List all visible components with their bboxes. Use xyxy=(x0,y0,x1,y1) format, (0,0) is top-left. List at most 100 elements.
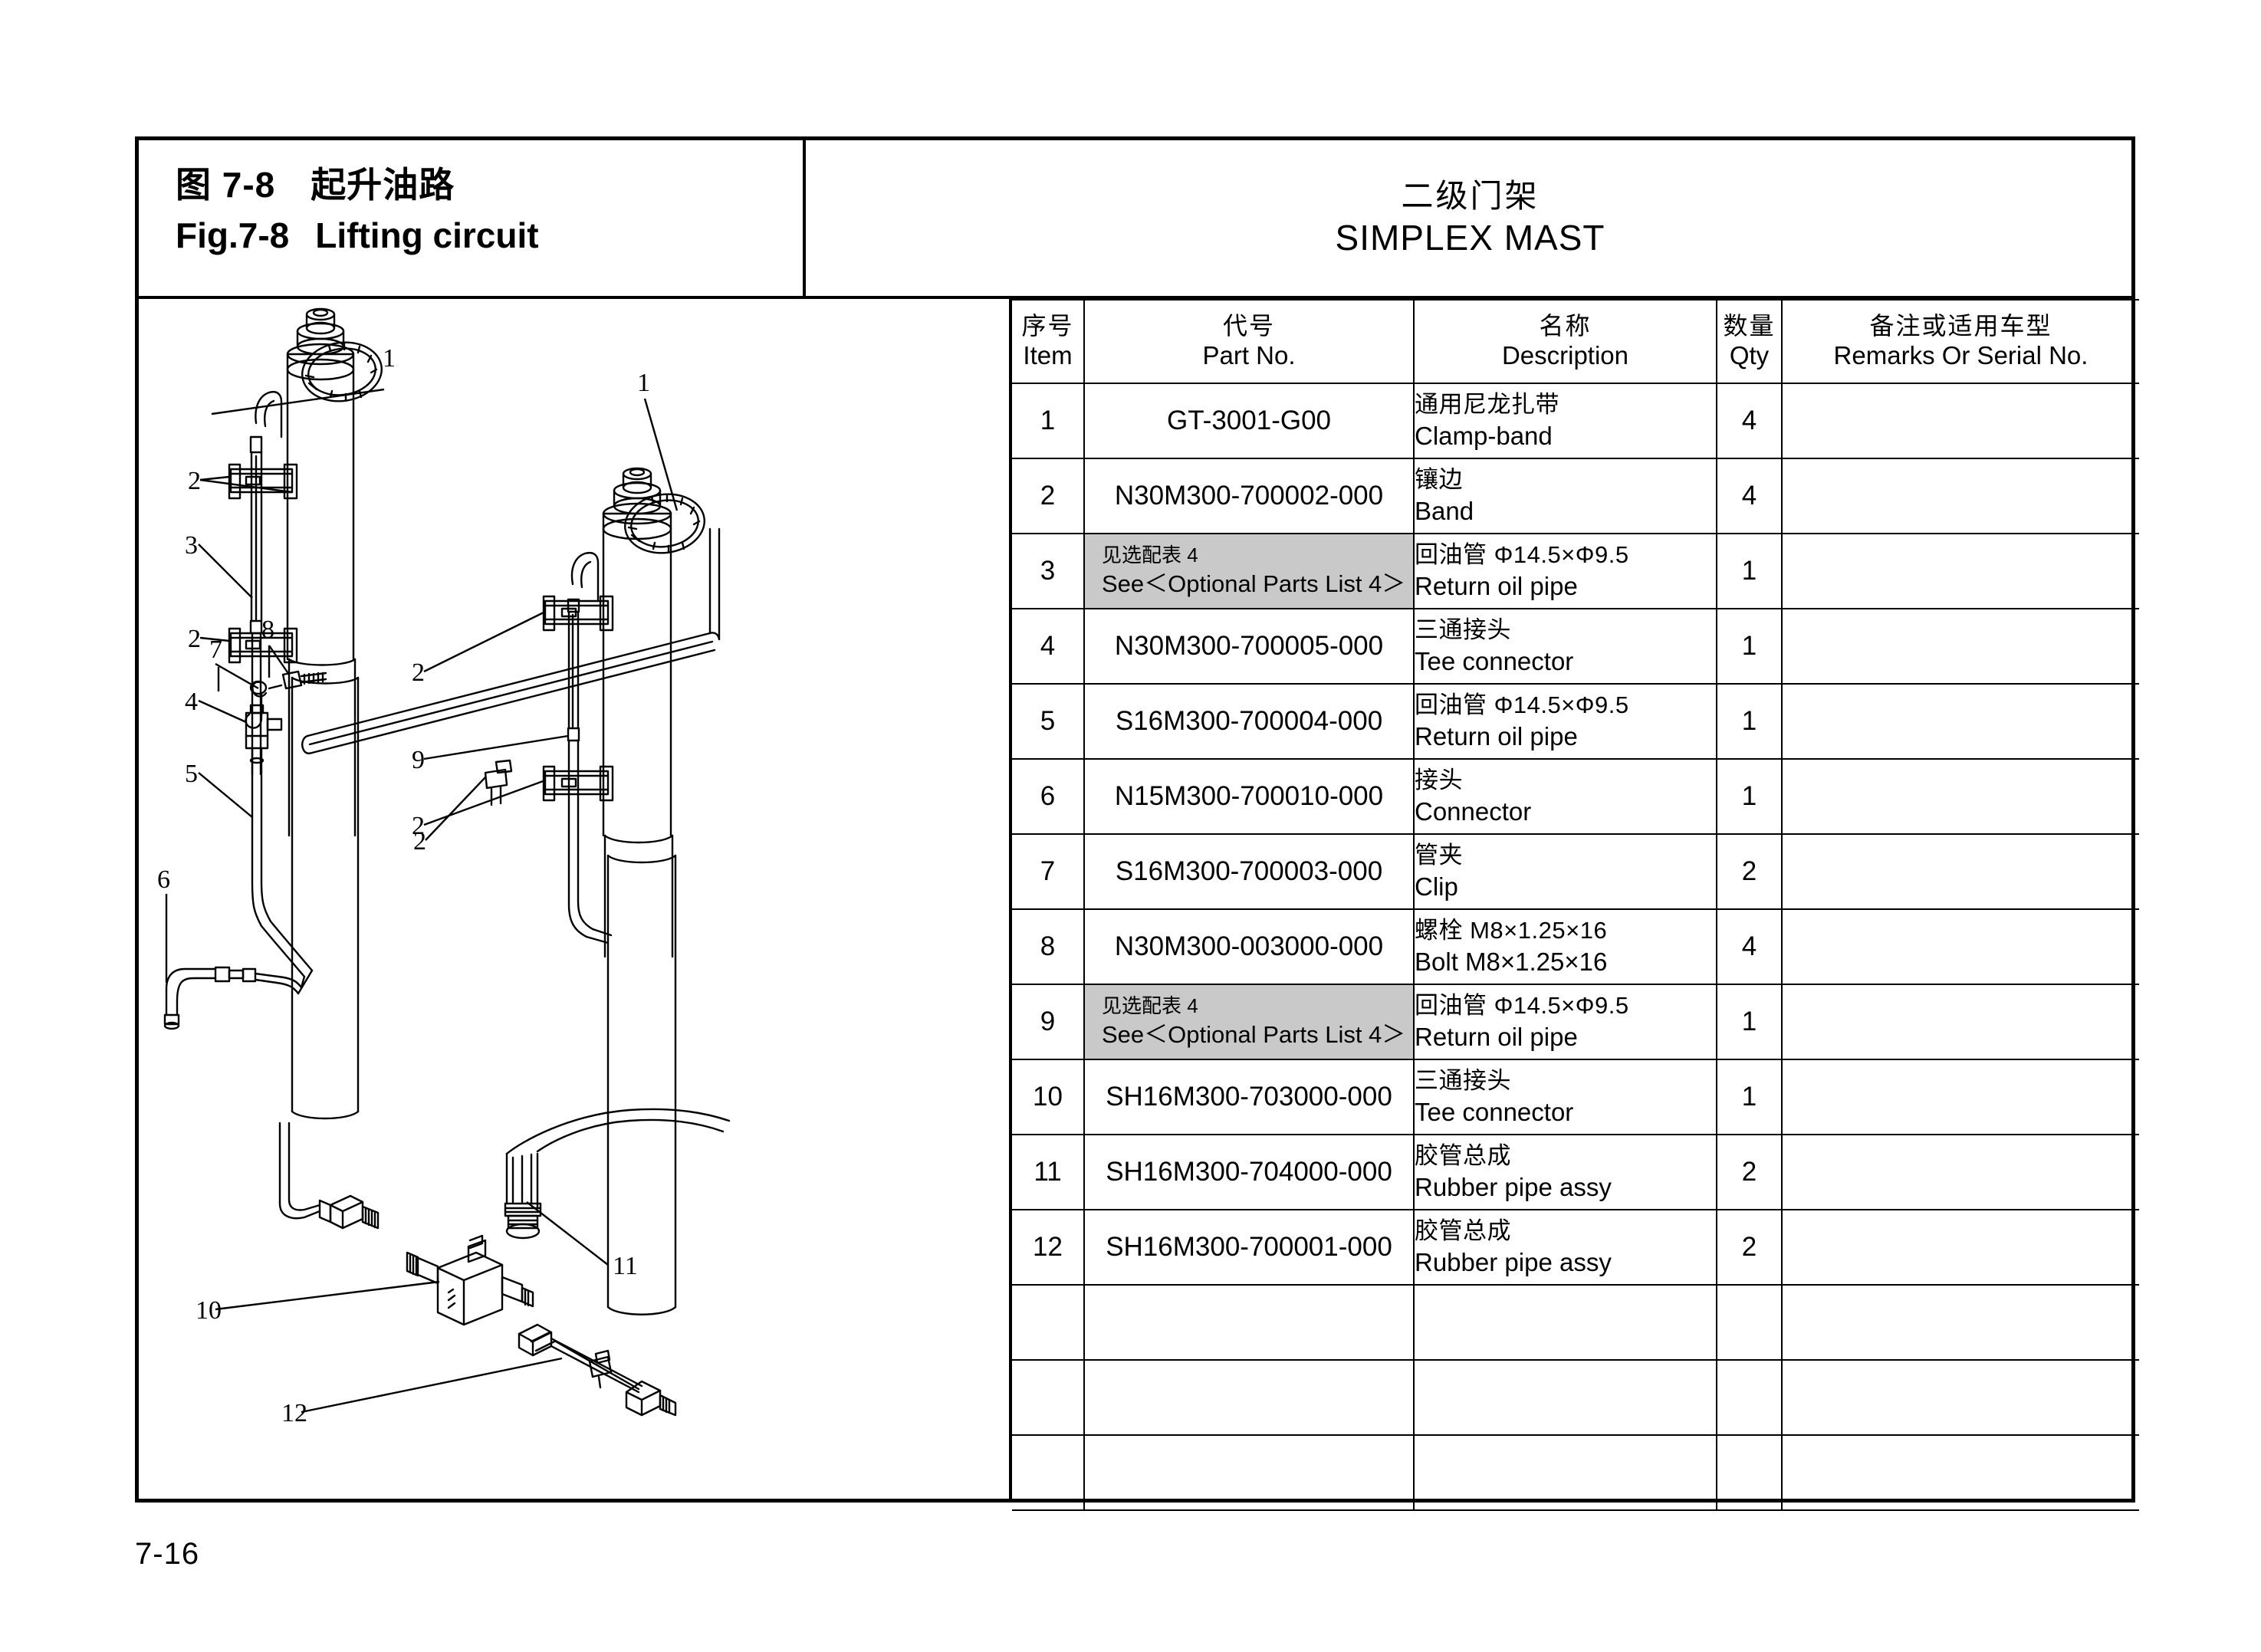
callout-1-left: 1 xyxy=(383,344,396,373)
leader-2-b xyxy=(199,636,230,642)
cell-part-no: GT-3001-G00 xyxy=(1083,383,1415,459)
cell-part-no: N30M300-700005-000 xyxy=(1083,608,1415,685)
callout-numbers: 1 2 3 2 4 5 6 7 8 2 9 2 1 2 10 11 12 xyxy=(157,344,650,1427)
cell-part-no: N30M300-700002-000 xyxy=(1083,458,1415,534)
callout-10: 10 xyxy=(196,1296,222,1325)
cell-empty xyxy=(1012,1434,1085,1511)
clip-7 xyxy=(245,680,283,729)
cell-qty: 1 xyxy=(1716,758,1783,835)
cell-remarks xyxy=(1781,1134,2139,1210)
page-number: 7-16 xyxy=(135,1537,200,1571)
cell-qty: 4 xyxy=(1716,383,1783,459)
callout-12: 12 xyxy=(281,1399,307,1427)
cell-remarks xyxy=(1781,984,2139,1060)
description-cn: 胶管总成 xyxy=(1415,1142,1511,1170)
left-return-pipe-5 xyxy=(249,757,314,978)
long-diagonal-pipe xyxy=(301,632,721,754)
header-part-no: 代号 Part No. xyxy=(1083,299,1415,384)
description-en: Return oil pipe xyxy=(1415,571,1578,600)
cell-qty: 1 xyxy=(1716,984,1783,1060)
cell-empty xyxy=(1083,1284,1415,1361)
cell-qty: 4 xyxy=(1716,908,1783,985)
description-cn: 管夹 xyxy=(1415,842,1463,869)
cell-part-no: S16M300-700003-000 xyxy=(1083,833,1415,910)
cell-empty xyxy=(1781,1434,2139,1511)
cell-part-no: N15M300-700010-000 xyxy=(1083,758,1415,835)
figure-name-cn: 起升油路 xyxy=(311,165,455,205)
right-clamp-band-upper xyxy=(542,595,614,632)
header-item: 序号 Item xyxy=(1012,299,1085,384)
callout-2-c: 2 xyxy=(412,659,425,687)
description-en: Band xyxy=(1415,496,1474,525)
figure-label-cn: 图 7-8 xyxy=(176,165,276,205)
header-remarks: 备注或适用车型 Remarks Or Serial No. xyxy=(1781,299,2139,384)
cell-empty xyxy=(1716,1434,1783,1511)
header-remarks-cn: 备注或适用车型 xyxy=(1869,312,2052,340)
callout-2-e: 2 xyxy=(413,827,426,856)
description-cn: 镶边 xyxy=(1415,466,1463,494)
cell-item: 2 xyxy=(1012,458,1085,534)
cell-item: 10 xyxy=(1012,1059,1085,1135)
leader-2-e xyxy=(425,777,486,841)
callout-5: 5 xyxy=(185,760,198,788)
left-clamp-band-upper xyxy=(228,463,298,500)
header-qty-en: Qty xyxy=(1729,340,1770,369)
description-cn: 胶管总成 xyxy=(1415,1217,1511,1245)
short-pipe-to-fitting xyxy=(278,1122,321,1220)
cell-item: 8 xyxy=(1012,908,1085,985)
cell-qty: 1 xyxy=(1716,1059,1783,1135)
description-en: Clip xyxy=(1415,872,1458,901)
lifting-circuit-drawing: 1 2 3 2 4 5 6 7 8 2 9 2 1 2 10 11 12 xyxy=(157,307,731,1427)
body-area: 1 2 3 2 4 5 6 7 8 2 9 2 1 2 10 11 12 xyxy=(139,299,2139,1511)
description-cn: 回油管 Φ14.5×Φ9.5 xyxy=(1415,992,1629,1020)
leader-4 xyxy=(198,699,247,724)
optional-note-en: See＜Optional Parts List 4＞ xyxy=(1102,570,1406,597)
cell-empty xyxy=(1413,1284,1717,1361)
description-cn: 三通接头 xyxy=(1415,616,1511,644)
description-cn: 通用尼龙扎带 xyxy=(1415,391,1559,419)
rubber-hose-12 xyxy=(518,1323,677,1417)
header-remarks-en: Remarks Or Serial No. xyxy=(1833,340,2088,369)
mast-clamp-bottom xyxy=(588,1349,613,1389)
cell-remarks xyxy=(1781,1059,2139,1135)
cell-empty xyxy=(1083,1434,1415,1511)
cell-item: 7 xyxy=(1012,833,1085,910)
callout-3: 3 xyxy=(185,531,198,560)
cell-remarks xyxy=(1781,458,2139,534)
description-en: Connector xyxy=(1415,796,1532,826)
leader-5 xyxy=(198,772,253,818)
callout-6: 6 xyxy=(157,865,170,894)
cell-part-no: SH16M300-700001-000 xyxy=(1083,1209,1415,1286)
description-cn: 回油管 Φ14.5×Φ9.5 xyxy=(1415,541,1629,569)
cell-remarks xyxy=(1781,533,2139,609)
header-part-no-cn: 代号 xyxy=(1222,312,1275,340)
pipe-clamp-mid xyxy=(484,759,513,806)
description-en: Tee connector xyxy=(1415,1097,1574,1126)
description-en: Return oil pipe xyxy=(1415,721,1578,750)
left-clamp-band-lower xyxy=(228,627,298,664)
cell-empty xyxy=(1012,1359,1085,1436)
cell-remarks xyxy=(1781,908,2139,985)
callout-11: 11 xyxy=(613,1252,638,1280)
header-qty-cn: 数量 xyxy=(1723,312,1776,340)
cell-qty: 1 xyxy=(1716,533,1783,609)
leader-3 xyxy=(198,544,253,599)
cell-empty xyxy=(1083,1359,1415,1436)
cell-item: 9 xyxy=(1012,984,1085,1060)
leader-12 xyxy=(301,1357,563,1414)
mast-title-chinese: 二级门架 xyxy=(1401,177,1540,214)
header-description: 名称 Description xyxy=(1413,299,1717,384)
cell-item: 4 xyxy=(1012,608,1085,685)
description-en: Clamp-band xyxy=(1415,421,1553,450)
header-item-en: Item xyxy=(1023,340,1073,369)
